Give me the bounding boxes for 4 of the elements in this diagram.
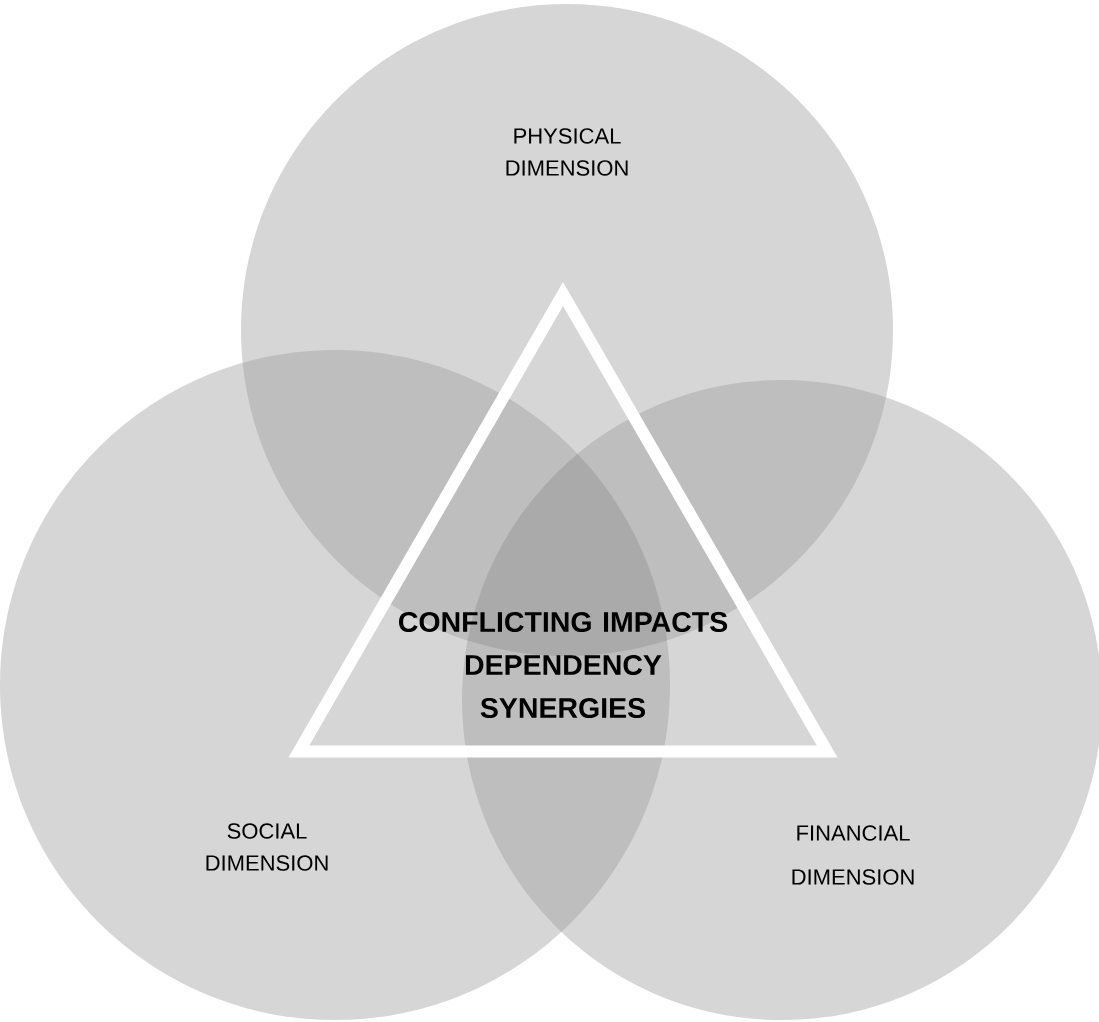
circle-label: FINANCIAL DIMENSION xyxy=(792,825,914,885)
circle-label: PHYSICAL DIMENSION xyxy=(506,128,628,176)
circle-label: SOCIAL DIMENSION xyxy=(206,823,328,871)
triangle-label: CONFLICTING IMPACTS DEPENDENCY SYNERGIES xyxy=(399,611,728,719)
